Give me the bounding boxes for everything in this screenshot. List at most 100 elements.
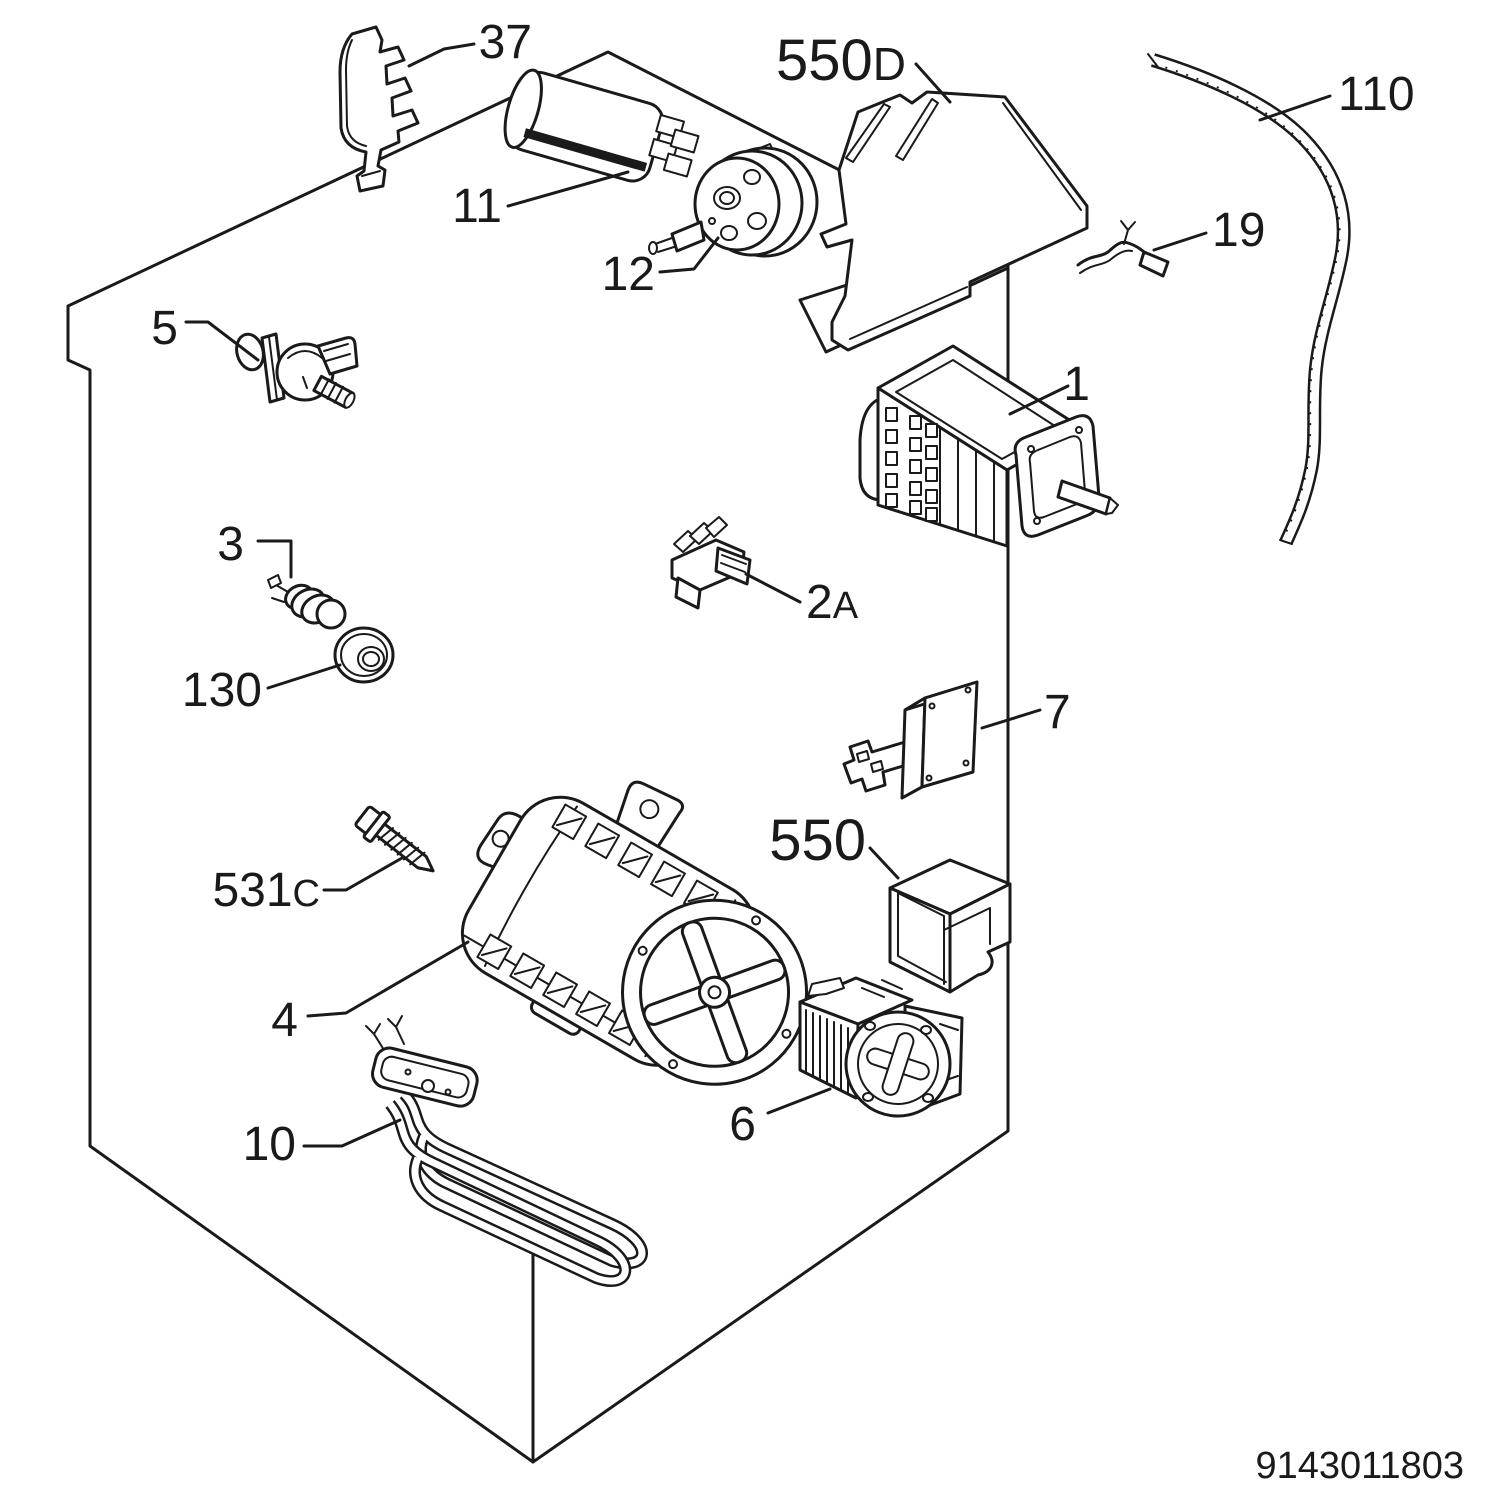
motor-left-lug xyxy=(476,811,529,872)
callout-line-2a xyxy=(744,572,802,604)
lamp-prongs xyxy=(271,584,289,603)
cabinet-outline-path xyxy=(66,50,1010,1464)
callout-label-4: 4 xyxy=(271,994,298,1047)
bracket-body xyxy=(338,25,420,193)
hose-end-bottom xyxy=(1279,539,1293,545)
box-right xyxy=(948,882,1012,994)
switch-hole-1 xyxy=(743,169,761,185)
hose-inner xyxy=(1151,55,1349,544)
hose-end-top xyxy=(1147,53,1159,68)
callout-label-531c: 531C xyxy=(212,864,320,917)
grommet-hole-inner xyxy=(362,651,380,667)
suppressor-dot-4 xyxy=(925,774,933,782)
callout-line-550 xyxy=(868,846,900,880)
switch-nozzle xyxy=(670,220,706,253)
suppressor-dot-3 xyxy=(962,759,970,767)
suppressor-connector-slot-1 xyxy=(856,750,870,763)
switch-hole-2 xyxy=(747,212,767,230)
switch-tube-end xyxy=(648,241,658,255)
capacitor-stripe xyxy=(523,128,648,172)
pump-block-left xyxy=(798,1000,860,1100)
capacitor-cap xyxy=(503,68,543,149)
motor-fan-hub-hole xyxy=(707,985,722,1000)
pump-dot-1 xyxy=(864,1021,876,1031)
valve-nozzle xyxy=(312,374,356,409)
cabinet-outline xyxy=(66,50,1010,1464)
heater-plate xyxy=(371,1046,479,1108)
panel-edge-line xyxy=(1002,102,1082,211)
callout-label-7: 7 xyxy=(1044,686,1071,739)
clip-stem xyxy=(1120,220,1136,245)
callout-label-37: 37 xyxy=(479,16,532,69)
callout-line-37 xyxy=(407,42,476,68)
motor-fan-rim xyxy=(639,916,791,1068)
callout-label-110: 110 xyxy=(1338,68,1415,121)
suppressor-dot-2 xyxy=(964,686,972,694)
part-11-capacitor xyxy=(503,68,700,183)
valve-flange-line xyxy=(268,336,278,401)
valve-block xyxy=(316,336,359,376)
heater-rivet-1 xyxy=(404,1068,412,1076)
part-12-pressure-switch xyxy=(648,143,819,258)
callout-lines xyxy=(184,42,1332,1148)
panel-slit-2 xyxy=(895,98,939,161)
callout-label-5: 5 xyxy=(151,302,178,355)
motor-top-lug-hole xyxy=(639,799,660,820)
part-130-grommet xyxy=(333,626,395,684)
callout-label-12: 12 xyxy=(602,248,655,301)
part-4-motor xyxy=(460,780,809,1086)
grommet-rim xyxy=(340,633,388,677)
callout-labels: 37 11 12 550D 110 19 5 1 3 130 2A 7 531C… xyxy=(151,16,1414,1171)
switch2a-lobe xyxy=(674,576,702,610)
callout-line-7 xyxy=(980,708,1042,730)
box-inner-walls xyxy=(897,892,991,985)
valve-body-arc xyxy=(287,350,323,359)
part-37-cord-bracket xyxy=(338,25,420,193)
document-number: 9143011803 xyxy=(1255,1445,1464,1487)
bracket-foot-line xyxy=(361,170,381,177)
callout-label-550: 550 xyxy=(769,808,866,873)
timer-screw-2 xyxy=(1075,426,1083,434)
pump-block-tab xyxy=(807,977,845,997)
timer-shaft-tip xyxy=(1105,497,1119,515)
timer-ribs xyxy=(939,426,995,542)
pump-impeller-cross xyxy=(866,1032,930,1096)
grommet-hole xyxy=(357,646,385,672)
heater-pin-2 xyxy=(387,1015,405,1045)
timer-screw-1 xyxy=(1027,445,1035,453)
switch2a-barrel-lines xyxy=(720,554,747,573)
panel-slit-1 xyxy=(845,103,891,163)
callout-label-19: 19 xyxy=(1212,204,1265,257)
callout-line-6 xyxy=(766,1087,832,1115)
callout-label-550d: 550D xyxy=(776,28,906,93)
pump-face-rim xyxy=(857,1023,939,1105)
motor-fan-bolt-3 xyxy=(668,1059,679,1070)
capacitor-terminal-4 xyxy=(662,152,693,178)
timer-terminals xyxy=(885,407,938,522)
suppressor-dot-1 xyxy=(928,702,936,710)
valve-block-lines xyxy=(323,343,351,362)
lamp-prong-tab xyxy=(267,574,282,589)
suppressor-face xyxy=(920,680,979,789)
callout-line-3 xyxy=(256,539,293,579)
clip-wire-2 xyxy=(1079,249,1133,274)
lamp-cap xyxy=(315,598,347,630)
callout-label-6: 6 xyxy=(729,1098,756,1151)
callout-line-5 xyxy=(184,320,260,362)
part-10-heating-element xyxy=(365,1015,648,1287)
switch-dot xyxy=(708,217,716,225)
capacitor-terminal-3 xyxy=(669,128,700,154)
part-2a-switch xyxy=(670,516,752,610)
switch-hole-3 xyxy=(720,225,738,241)
callout-label-10: 10 xyxy=(243,1118,296,1171)
part-19-clip xyxy=(1076,220,1170,278)
part-3-lamp xyxy=(267,574,347,630)
part-6-pump xyxy=(798,976,964,1118)
motor-fan-hub xyxy=(698,975,732,1009)
callout-label-1: 1 xyxy=(1063,358,1090,411)
callout-line-1 xyxy=(1008,384,1070,416)
callout-label-11: 11 xyxy=(452,180,502,233)
motor-fan-bolt-4 xyxy=(637,945,648,956)
